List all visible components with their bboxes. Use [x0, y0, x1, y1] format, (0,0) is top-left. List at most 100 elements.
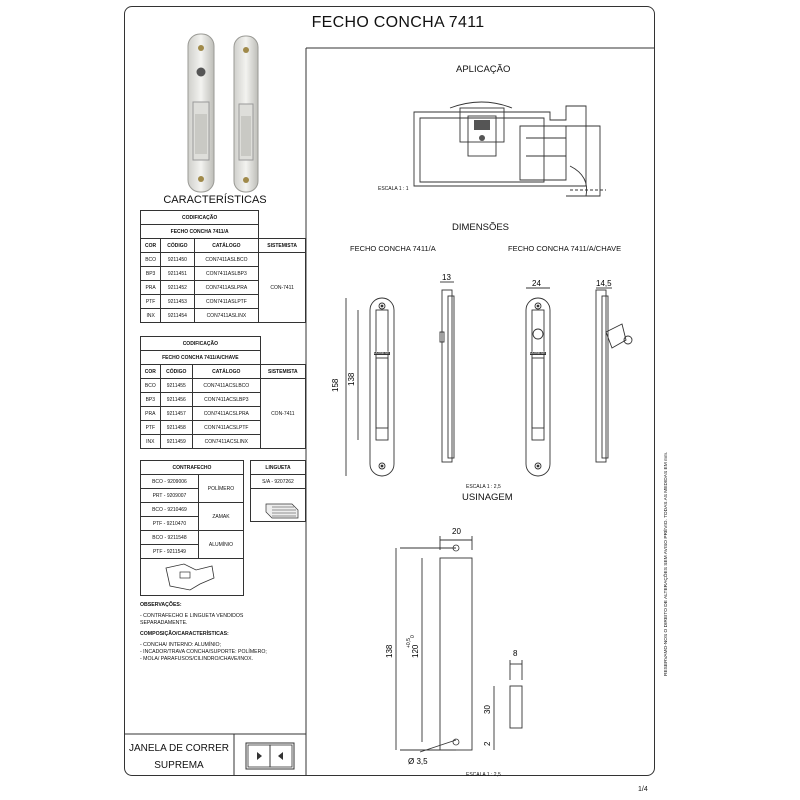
- table-cell: 9211457: [159, 406, 193, 421]
- table2-header: SISTEMISTA: [259, 364, 307, 379]
- table1-header: COR: [139, 238, 162, 253]
- table-cell: CON-7411: [258, 252, 306, 323]
- table-cell: BCO - 9211548: [140, 530, 199, 545]
- dim-tolerance-zero: 0: [410, 635, 416, 638]
- table-cell: CON7411ASLBP3: [193, 266, 260, 281]
- observacoes-heading: OBSERVAÇÕES:: [140, 602, 182, 608]
- usinagem-heading: USINAGEM: [462, 492, 513, 503]
- table-cell: BP3: [140, 392, 161, 407]
- observacoes-line: SEPARADAMENTE.: [140, 620, 188, 626]
- table-cell: BCO: [140, 378, 161, 393]
- table-cell: CON7411ASLINX: [193, 308, 260, 323]
- table1-caption: CODIFICAÇÃO: [139, 210, 260, 225]
- table2-header: CÓDIGO: [159, 364, 193, 379]
- brand-mark: UDINESE: [374, 351, 390, 355]
- table2-caption: CODIFICAÇÃO: [140, 336, 261, 351]
- dim-138-usinagem: 138: [385, 644, 394, 658]
- table-cell: 9211455: [159, 378, 193, 393]
- table-cell: 9211458: [159, 420, 193, 435]
- composicao-line: - MOLA/ PARAFUSOS/CILINDRO/CHAVE/INOX.: [140, 656, 254, 662]
- table-cell: INX: [139, 308, 162, 323]
- table-cell: PRA: [139, 280, 162, 295]
- drawing-sheet: [124, 6, 655, 776]
- table-cell: CON7411ACSLPTF: [191, 420, 261, 435]
- table1-header: CÓDIGO: [160, 238, 195, 253]
- table-cell: PRA: [140, 406, 161, 421]
- table2-header: COR: [140, 364, 161, 379]
- table-cell: BP3: [139, 266, 162, 281]
- table-cell: CON7411ACSLBCO: [191, 378, 261, 393]
- caracteristicas-heading: CARACTERÍSTICAS: [163, 194, 267, 206]
- dim-2: 2: [483, 741, 492, 746]
- dim-158: 158: [331, 378, 340, 392]
- dimensoes-drawing: 158 138 13 24 14,5 UDINESE UDINESE: [331, 273, 633, 477]
- footer-line: SUPREMA: [154, 760, 204, 771]
- composicao-line: - CONCHA/ INTERNO: ALUMÍNIO;: [140, 642, 221, 648]
- table-cell: BCO - 9210469: [140, 502, 199, 517]
- table-cell: PRT - 9209007: [140, 488, 199, 503]
- table-cell: CON-7411: [259, 378, 307, 449]
- table-cell: PTF - 9210470: [140, 516, 199, 531]
- table-cell: 9211456: [159, 392, 193, 407]
- lingueta-drawing: [265, 503, 299, 519]
- table-cell: CON7411ACSLINX: [191, 434, 261, 449]
- table-cell: ALUMÍNIO: [197, 530, 245, 559]
- table-cell: BCO: [139, 252, 162, 267]
- dim-14-5: 14,5: [596, 279, 612, 288]
- table-cell: BCO - 9209006: [140, 474, 199, 489]
- dimensoes-escala: ESCALA 1 : 2,5: [466, 484, 501, 490]
- table-cell: 9211459: [159, 434, 193, 449]
- contrafecho-drawing: [165, 563, 215, 591]
- dim-138: 138: [347, 372, 356, 386]
- table-cell: 9211450: [160, 252, 195, 267]
- table-cell: PTF: [140, 420, 161, 435]
- observacoes-block: OBSERVAÇÕES: - CONTRAFECHO E LINGUETA VE…: [140, 602, 305, 663]
- dimensoes-left-label: FECHO CONCHA 7411/A: [350, 244, 436, 253]
- product-photo: [187, 33, 259, 193]
- dim-diameter: Ø 3,5: [408, 757, 428, 766]
- table2-header: CATÁLOGO: [191, 364, 261, 379]
- window-icon: [245, 742, 295, 770]
- aplicacao-section-drawing: [413, 101, 606, 197]
- codificacao-table-2: CODIFICAÇÃO FECHO CONCHA 7411/A/CHAVE CO…: [140, 336, 307, 449]
- codificacao-table-1: CODIFICAÇÃO FECHO CONCHA 7411/A COR CÓDI…: [139, 210, 306, 323]
- dim-tolerance-plus: +0,5: [406, 638, 412, 648]
- table-cell: INX: [140, 434, 161, 449]
- composicao-line: - INCADOR/TRAVA CONCHA/SUPORTE: POLÍMERO…: [140, 649, 267, 655]
- footer-label: JANELA DE CORRER SUPREMA: [124, 740, 234, 774]
- table-cell: PTF: [139, 294, 162, 309]
- contrafecho-heading: CONTRAFECHO: [140, 460, 244, 475]
- table-cell: 9211452: [160, 280, 195, 295]
- table-cell: CON7411ASLBCO: [193, 252, 260, 267]
- aplicacao-heading: APLICAÇÃO: [456, 64, 511, 75]
- footer-line: JANELA DE CORRER: [128, 743, 230, 754]
- dim-8: 8: [513, 649, 518, 658]
- composicao-heading: COMPOSIÇÃO/CARACTERÍSTICAS:: [140, 631, 229, 637]
- dim-120: 120: [411, 644, 420, 658]
- side-note: RESERVAMO-NOS O DIREITO DE ALTERAÇÕES SE…: [664, 451, 669, 676]
- brand-mark: UDINESE: [530, 351, 546, 355]
- table-cell: POLÍMERO: [197, 474, 245, 503]
- dimensoes-right-label: FECHO CONCHA 7411/A/CHAVE: [508, 244, 622, 253]
- dimensoes-heading: DIMENSÕES: [452, 222, 510, 233]
- table-cell: CON7411ASLPTF: [193, 294, 260, 309]
- usinagem-escala: ESCALA 1 : 2,5: [466, 772, 501, 778]
- observacoes-line: - CONTRAFECHO E LINGUETA VENDIDOS: [140, 613, 244, 619]
- table1-header: SISTEMISTA: [258, 238, 306, 253]
- table-cell: 9211453: [160, 294, 195, 309]
- table-cell: CON7411ACSLBP3: [191, 392, 261, 407]
- table-cell: 9211454: [160, 308, 195, 323]
- aplicacao-escala: ESCALA 1 : 1: [378, 186, 409, 192]
- table-cell: PTF - 9211549: [140, 544, 199, 559]
- table-cell: CON7411ASLPRA: [193, 280, 260, 295]
- dim-20: 20: [452, 527, 461, 536]
